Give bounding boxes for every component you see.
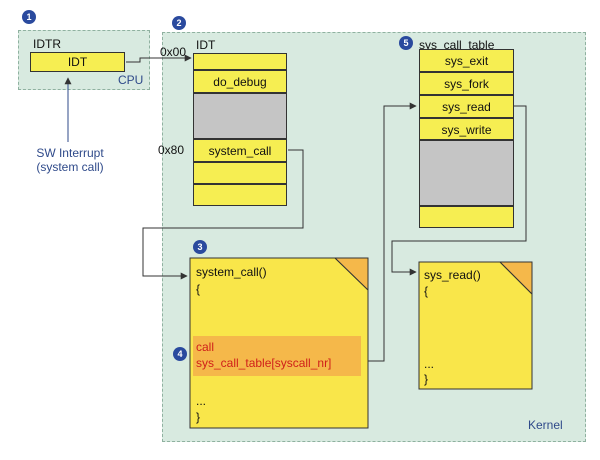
idt-offset-0x00: 0x00 — [160, 45, 187, 59]
sw-interrupt-line2: (system call) — [36, 160, 104, 174]
system-call-ellipsis: ... — [196, 394, 207, 408]
syscall-sys-exit-label: sys_exit — [444, 54, 489, 68]
idt-title: IDT — [196, 38, 216, 52]
idt-offset-0x80: 0x80 — [158, 143, 185, 157]
syscall-row-sys-exit: sys_exit — [419, 49, 514, 72]
syscall-row-after — [419, 206, 514, 228]
idtr-to-idt-arrow — [126, 54, 192, 63]
step-4-badge: 4 — [173, 347, 187, 361]
idt-row-do-debug: do_debug — [193, 70, 287, 93]
idtr-label: IDTR — [33, 37, 61, 51]
kernel-label: Kernel — [528, 418, 563, 432]
sys-read-open-brace: { — [424, 284, 429, 298]
idt-gap — [193, 93, 287, 139]
sys-read-header: sys_read() — [424, 268, 481, 282]
idt-to-system-call-arrow — [142, 149, 304, 280]
syscall-row-sys-fork: sys_fork — [419, 72, 514, 95]
system-call-call-line2: sys_call_table[syscall_nr] — [196, 356, 332, 370]
idt-row-0 — [193, 53, 287, 70]
system-call-open-brace: { — [196, 282, 201, 296]
sw-interrupt-label: SW Interrupt (system call) — [30, 146, 110, 174]
syscall-table-to-sys-read-arrow — [391, 105, 527, 276]
system-call-header: system_call() — [196, 265, 267, 279]
idt-system-call-label: system_call — [208, 144, 272, 158]
sys-read-document — [418, 261, 533, 390]
sys-read-ellipsis: ... — [424, 357, 435, 371]
sys-read-close-brace: } — [424, 372, 429, 386]
step-1-badge: 1 — [22, 10, 36, 24]
idt-row-system-call: system_call — [193, 139, 287, 162]
idt-row-after-1 — [193, 162, 287, 184]
idtr-register: IDT — [30, 52, 125, 72]
syscall-row-sys-read: sys_read — [419, 95, 514, 118]
step-5-badge: 5 — [399, 36, 413, 50]
idt-do-debug-label: do_debug — [213, 75, 267, 89]
syscall-sys-read-label: sys_read — [442, 100, 491, 114]
call-to-syscall-table-arrow — [368, 102, 417, 362]
syscall-table-title: sys_call_table — [419, 38, 495, 52]
call-highlight — [193, 336, 361, 376]
idt-row-after-2 — [193, 184, 287, 206]
syscall-row-sys-write: sys_write — [419, 118, 514, 140]
syscall-sys-fork-label: sys_fork — [444, 77, 489, 91]
idtr-value: IDT — [67, 55, 88, 69]
step-3-badge: 3 — [193, 240, 207, 254]
syscall-gap — [419, 140, 514, 206]
cpu-label: CPU — [118, 73, 144, 87]
system-call-close-brace: } — [196, 410, 201, 424]
system-call-call-line1: call — [196, 340, 215, 354]
step-2-badge: 2 — [172, 16, 186, 30]
sw-interrupt-line1: SW Interrupt — [36, 146, 104, 160]
syscall-sys-write-label: sys_write — [441, 123, 492, 137]
system-call-document — [189, 257, 369, 429]
